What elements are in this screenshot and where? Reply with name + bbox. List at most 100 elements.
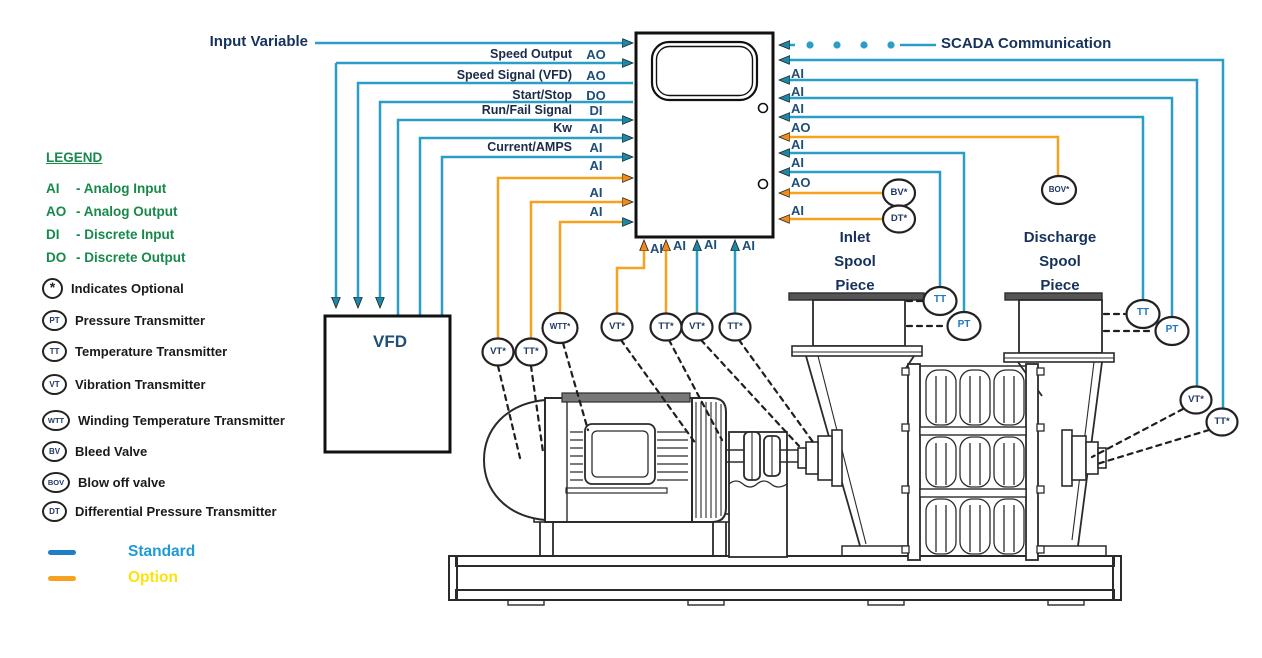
io-type-right-4: AO [791, 120, 811, 135]
bov-bubble-icon: BOV [42, 472, 70, 493]
discharge-pt-label: PT [1165, 324, 1179, 335]
bov-label: BOV* [1048, 185, 1070, 194]
legend-abbrev-di: DI- Discrete Input [46, 227, 174, 242]
tt1-bubble [514, 337, 548, 367]
signal-speed-output: Speed Output [490, 47, 572, 61]
dt-bubble-icon: DT [42, 501, 67, 522]
dt-bubble [881, 204, 917, 234]
legend-bv-label: Bleed Valve [75, 444, 148, 459]
wtt-bubble [541, 311, 579, 345]
legend-pt: PT Pressure Transmitter [42, 310, 205, 331]
inlet-tt-bubble [922, 285, 958, 317]
legend-option-label: Option [128, 569, 178, 586]
vt1-label: VT* [490, 346, 506, 357]
io-type-left-7: AI [589, 158, 603, 173]
vt2-bubble [600, 312, 634, 342]
tt3-bubble [718, 312, 752, 342]
discharge-spool-line2: Spool [1039, 253, 1081, 270]
discharge-tt2-bubble [1205, 407, 1239, 437]
tt3-label: TT* [727, 321, 743, 332]
legend-standard: Standard [48, 543, 195, 561]
legend-vt-label: Vibration Transmitter [75, 377, 206, 392]
io-type-bottom-2: AI [673, 238, 686, 253]
signal-current-amps: Current/AMPS [487, 140, 572, 154]
io-type-bottom-1: AI [650, 241, 663, 256]
io-type-right-3: AI [791, 101, 804, 116]
io-type-right-7: AO [791, 175, 811, 190]
input-variable-label: Input Variable [209, 33, 308, 50]
discharge-vt-label: VT* [1188, 394, 1204, 405]
inlet-spool-line1: Inlet [839, 229, 871, 246]
discharge-end-bearing [1061, 429, 1107, 487]
instrument-bubbles [481, 174, 1239, 437]
io-type-left-5: AI [589, 121, 603, 136]
legend-bov: BOV Blow off valve [42, 472, 165, 493]
inlet-spool-caption: Inlet Spool Piece [800, 226, 910, 298]
legend-title: LEGEND [46, 150, 103, 165]
discharge-spool-line3: Piece [1040, 277, 1080, 294]
legend-abbrev-ao-desc: - Analog Output [76, 204, 178, 219]
legend-abbrev-ai: AI- Analog Input [46, 181, 166, 196]
io-type-left-9: AI [589, 204, 603, 219]
signal-run-fail: Run/Fail Signal [481, 103, 572, 117]
io-type-left-2: AO [586, 68, 606, 83]
legend-abbrev-ao-code: AO [46, 204, 67, 219]
tt1-label: TT* [523, 346, 539, 357]
vt2-label: VT* [609, 321, 625, 332]
io-type-right-2: AI [791, 84, 804, 99]
coupling [726, 431, 798, 558]
instrument-leader-lines [496, 299, 1211, 466]
legend-tt-label: Temperature Transmitter [75, 344, 228, 359]
wtt-label: WTT* [549, 322, 571, 331]
io-type-right-5: AI [791, 137, 804, 152]
discharge-tt-label: TT [1136, 307, 1150, 318]
legend-bov-label: Blow off valve [78, 475, 166, 490]
vt-bubble-icon: VT [42, 374, 67, 395]
signal-start-stop: Start/Stop [512, 88, 572, 102]
asterisk-icon: * [42, 278, 63, 299]
io-type-left-8: AI [589, 185, 603, 200]
discharge-pt-bubble [1154, 315, 1190, 347]
blower-stack [901, 363, 1045, 561]
io-type-bottom-3: AI [704, 237, 717, 252]
electric-motor [482, 392, 727, 523]
tt-bubble-icon: TT [42, 341, 67, 362]
legend-dt-label: Differential Pressure Transmitter [75, 504, 277, 519]
legend-vt: VT Vibration Transmitter [42, 374, 206, 395]
vfd-label: VFD [373, 332, 407, 351]
pt-bubble-icon: PT [42, 310, 67, 331]
dt-label: DT* [890, 213, 908, 224]
signal-kw: Kw [553, 121, 572, 135]
io-type-left-3: DO [586, 88, 606, 103]
discharge-spool-line1: Discharge [1023, 229, 1097, 246]
io-type-left-6: AI [589, 140, 603, 155]
io-type-left-4: DI [589, 103, 603, 118]
legend-dt: DT Differential Pressure Transmitter [42, 501, 277, 522]
signal-speed-signal: Speed Signal (VFD) [456, 68, 572, 82]
io-type-right-6: AI [791, 155, 804, 170]
bv-label: BV* [890, 187, 908, 198]
io-type-left-1: AO [586, 47, 606, 62]
option-signal-lines [496, 137, 1060, 338]
legend-bv: BV Bleed Valve [42, 441, 147, 462]
inlet-spool-piece [788, 292, 925, 357]
legend-wtt: WTT Winding Temperature Transmitter [42, 410, 285, 431]
legend-pt-label: Pressure Transmitter [75, 313, 206, 328]
vfd-box [323, 314, 452, 454]
wtt-bubble-icon: WTT [42, 410, 70, 431]
standard-line-swatch [48, 549, 76, 555]
discharge-tt-bubble [1125, 298, 1161, 330]
inlet-pt-label: PT [957, 319, 971, 330]
legend-option: Option [48, 569, 178, 587]
legend-optional-label: Indicates Optional [71, 281, 184, 296]
io-type-bottom-4: AI [742, 238, 755, 253]
drive-end-bearing [797, 429, 843, 487]
legend-abbrev-do: DO- Discrete Output [46, 250, 186, 265]
io-type-right-8: AI [791, 203, 804, 218]
legend-abbrev-do-code: DO [46, 250, 67, 265]
vt3-bubble [680, 312, 714, 342]
standard-signal-lines [315, 43, 1225, 408]
legend-tt: TT Temperature Transmitter [42, 341, 227, 362]
